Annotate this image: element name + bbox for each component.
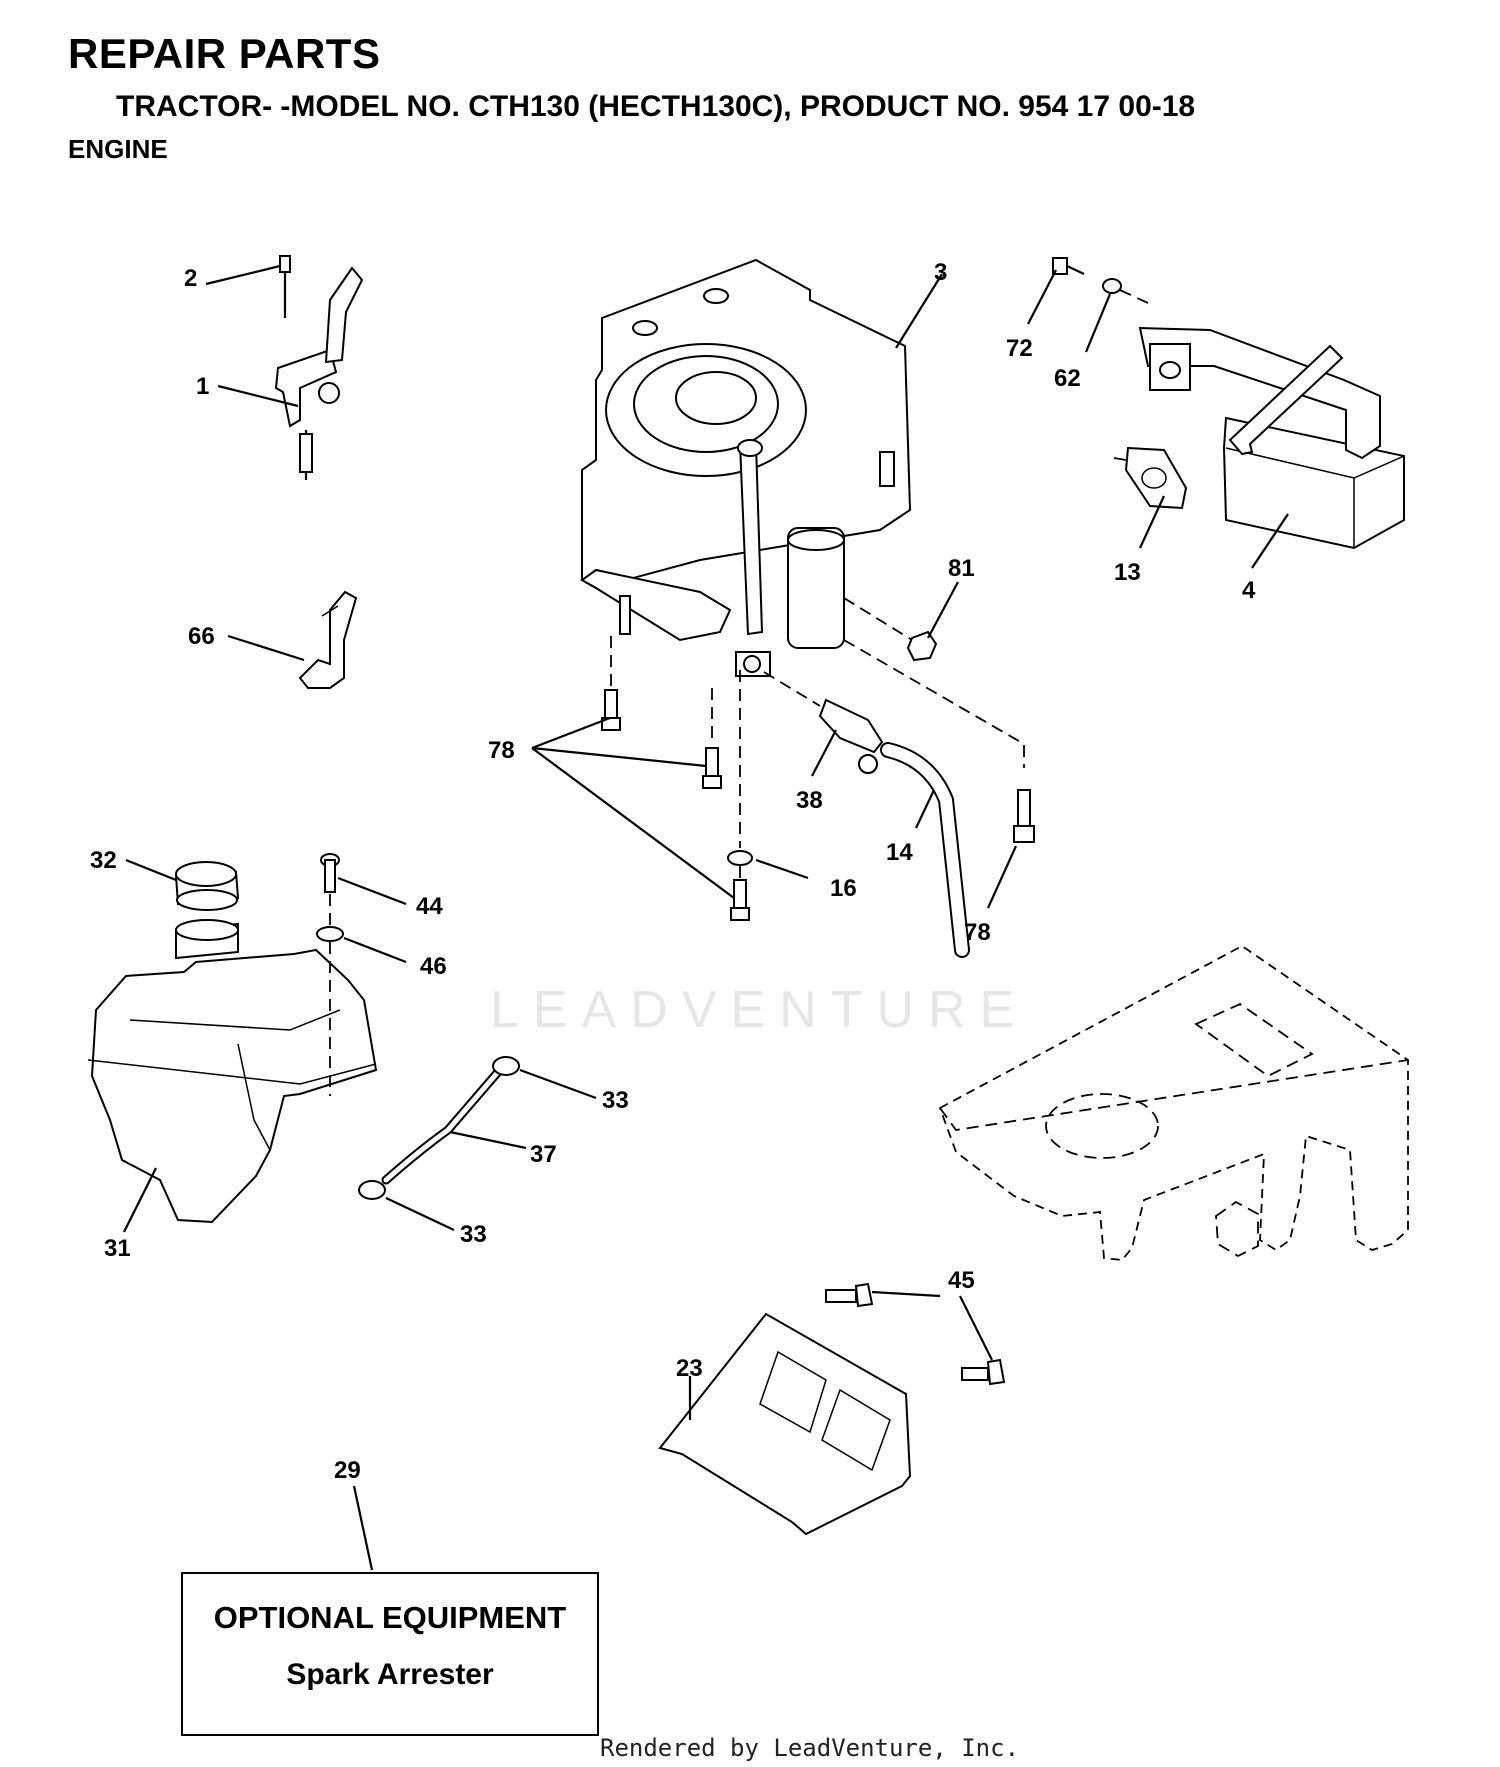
callout-13: 13 <box>1114 559 1141 586</box>
optional-equipment-box[interactable]: OPTIONAL EQUIPMENT Spark Arrester <box>181 1572 599 1736</box>
callout-45: 45 <box>948 1267 975 1294</box>
fuel-filter-38[interactable] <box>818 698 884 774</box>
callout-1: 1 <box>196 373 209 400</box>
throttle-control-assembly[interactable] <box>274 255 364 480</box>
bolt-78-d[interactable] <box>1013 789 1035 843</box>
page-title: REPAIR PARTS <box>68 30 381 77</box>
bolt-78-a[interactable] <box>601 689 621 731</box>
callout-78-left: 78 <box>488 737 515 764</box>
section-title: ENGINE <box>68 134 168 164</box>
callout-38: 38 <box>796 787 823 814</box>
callout-66: 66 <box>188 623 215 650</box>
callout-31: 31 <box>104 1235 131 1262</box>
bolt-78-b[interactable] <box>702 747 722 789</box>
callout-33-upper: 33 <box>602 1087 629 1114</box>
engine-assembly[interactable] <box>580 258 912 677</box>
callout-2: 2 <box>184 265 197 292</box>
washer-62[interactable] <box>1102 278 1122 294</box>
optional-equipment-title: OPTIONAL EQUIPMENT <box>213 1600 567 1635</box>
fuel-line-14[interactable] <box>880 742 970 958</box>
footer-credit: Rendered by LeadVenture, Inc. <box>600 1734 1020 1762</box>
callout-numbers: 2 1 3 72 62 13 4 81 66 78 38 14 16 78 32… <box>90 259 1256 1484</box>
screw-45-a[interactable] <box>825 1282 874 1308</box>
callout-33-lower: 33 <box>460 1221 487 1248</box>
nut-81[interactable] <box>906 630 938 662</box>
fuel-cap-32[interactable] <box>174 861 240 911</box>
washer-46[interactable] <box>316 926 344 942</box>
gasket-13[interactable] <box>1124 446 1188 510</box>
callout-72: 72 <box>1006 335 1033 362</box>
callout-37: 37 <box>530 1141 557 1168</box>
clamp-33-upper[interactable] <box>492 1056 520 1076</box>
bolt-72[interactable] <box>1052 257 1085 275</box>
callout-23: 23 <box>676 1355 703 1382</box>
callout-14: 14 <box>886 839 913 866</box>
spark-arrester-label: Spark Arrester <box>286 1658 494 1691</box>
callout-81: 81 <box>948 555 975 582</box>
callout-44: 44 <box>416 893 443 920</box>
callout-4: 4 <box>1242 577 1256 604</box>
callout-46: 46 <box>420 953 447 980</box>
screw-44[interactable] <box>320 853 340 893</box>
callout-29: 29 <box>334 1457 361 1484</box>
callout-16: 16 <box>830 875 857 902</box>
screw-45-b[interactable] <box>961 1358 1006 1386</box>
fuel-line-37[interactable] <box>381 1067 503 1185</box>
model-subtitle: TRACTOR- -MODEL NO. CTH130 (HECTH130C), … <box>116 90 1196 123</box>
tractor-frame <box>938 944 1409 1261</box>
muffler-assembly[interactable] <box>1138 326 1405 550</box>
watermark: LEADVENTURE <box>490 981 1029 1039</box>
washer-16[interactable] <box>727 850 753 866</box>
callout-78-right: 78 <box>964 919 991 946</box>
bolt-78-c[interactable] <box>730 879 750 921</box>
clamp-33-lower[interactable] <box>358 1180 386 1200</box>
bracket-66[interactable] <box>298 590 358 689</box>
callout-3: 3 <box>934 259 947 286</box>
leader-lines <box>123 264 1289 1571</box>
callout-32: 32 <box>90 847 117 874</box>
fuel-tank-31[interactable] <box>87 919 378 1224</box>
heat-shield-23[interactable] <box>658 1312 912 1536</box>
callout-62: 62 <box>1054 365 1081 392</box>
